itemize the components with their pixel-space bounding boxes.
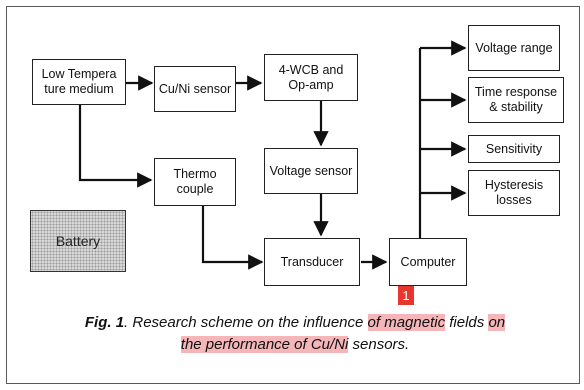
voltage-range-label: Voltage range	[475, 40, 553, 55]
arrow-thermo-to-transducer	[201, 205, 264, 270]
hysteresis-block: Hysteresis losses	[468, 170, 560, 216]
arrow-lowtemp-to-thermo	[78, 104, 153, 188]
cuni-sensor-block: Cu/Ni sensor	[154, 66, 236, 112]
voltage-range-block: Voltage range	[468, 25, 560, 71]
thermo-couple-label: Thermo couple	[173, 167, 217, 196]
wcb-opamp-block: 4-WCB and Op-amp	[264, 54, 358, 101]
sensitivity-label: Sensitivity	[485, 141, 543, 156]
battery-block: Battery	[30, 210, 126, 272]
caption-highlight-3: the performance of Cu/Ni	[180, 336, 349, 353]
caption-text-1: . Research scheme on the influence	[124, 314, 368, 331]
sensitivity-block: Sensitivity	[468, 135, 560, 163]
cuni-sensor-label: Cu/Ni sensor	[158, 81, 232, 96]
caption-highlight-1: of magnetic	[367, 314, 446, 331]
hysteresis-label: Hysteresis losses	[484, 178, 544, 207]
wcb-opamp-label: 4-WCB and Op-amp	[278, 62, 344, 92]
transducer-block: Transducer	[264, 238, 360, 286]
low-temperature-medium-label: Low Tempera ture medium	[41, 67, 117, 96]
caption-fig-label: Fig. 1	[84, 314, 125, 331]
transducer-label: Transducer	[280, 254, 344, 269]
time-response-label: Time response & stability	[474, 85, 558, 114]
thermo-couple-block: Thermo couple	[154, 158, 236, 206]
figure-caption: Fig. 1. Research scheme on the influence…	[20, 312, 570, 356]
computer-block: Computer	[389, 238, 467, 286]
caption-text-3: sensors.	[348, 336, 410, 353]
caption-text-2: fields	[445, 314, 489, 331]
computer-label: Computer	[400, 254, 456, 269]
time-response-block: Time response & stability	[468, 77, 564, 123]
low-temperature-medium-block: Low Tempera ture medium	[32, 59, 126, 105]
voltage-sensor-label: Voltage sensor	[269, 163, 353, 178]
battery-label: Battery	[55, 233, 101, 249]
voltage-sensor-block: Voltage sensor	[264, 148, 358, 194]
annotation-marker: 1	[398, 286, 414, 305]
caption-highlight-2: on	[488, 314, 506, 331]
